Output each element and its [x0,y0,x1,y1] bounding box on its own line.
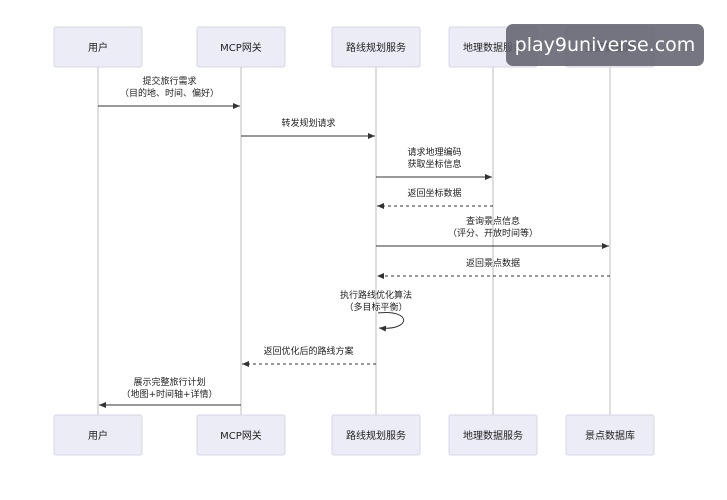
participant-label: 路线规划服务 [346,41,406,54]
message-6: 返回景点数据 [377,257,610,279]
participant-box-top-1: 用户 [53,26,143,68]
message-label: （目的地、时间、偏好） [120,87,219,99]
participant-label: MCP网关 [220,41,262,54]
message-label: 返回景点数据 [466,257,520,269]
message-label: 转发规划请求 [281,117,335,129]
participant-label: 地理数据服务 [463,429,523,442]
message-label: （地图+时间轴+详情） [121,388,217,400]
message-2: 转发规划请求 [241,117,375,139]
self-loop-arrow [377,312,405,332]
message-label: 展示完整旅行计划 [133,376,205,388]
participant-label: 用户 [88,41,108,54]
message-7: 执行路线优化算法（多目标平衡） [340,289,412,332]
message-8: 返回优化后的路线方案 [242,345,376,367]
message-label: 提交旅行需求 [142,75,196,87]
message-label: 查询景点信息 [466,215,520,227]
participant-box-bottom-1: 用户 [53,414,143,456]
participant-box-top-2: MCP网关 [196,26,286,68]
participant-box-top-3: 路线规划服务 [331,26,421,68]
message-label: 获取坐标信息 [407,158,461,170]
participant-box-bottom-2: MCP网关 [196,414,286,456]
message-9: 展示完整旅行计划（地图+时间轴+详情） [99,376,241,408]
participant-box-bottom-5: 景点数据库 [565,414,655,456]
message-4: 返回坐标数据 [377,187,493,209]
message-label: （评分、开放时间等） [448,227,538,239]
message-label: 请求地理编码 [407,146,461,158]
participant-label: 用户 [88,429,108,442]
participant-box-bottom-3: 路线规划服务 [331,414,421,456]
participant-label: MCP网关 [220,429,262,442]
message-5: 查询景点信息（评分、开放时间等） [376,215,609,249]
message-label: 执行路线优化算法 [340,289,412,301]
watermark-badge: play9universe.com [506,24,704,66]
message-label: 返回优化后的路线方案 [263,345,353,357]
participant-box-bottom-4: 地理数据服务 [448,414,538,456]
message-1: 提交旅行需求（目的地、时间、偏好） [98,75,240,109]
message-label: 返回坐标数据 [407,187,461,199]
message-label: （多目标平衡） [344,301,407,313]
participant-label: 景点数据库 [585,429,635,442]
participant-label: 路线规划服务 [346,429,406,442]
